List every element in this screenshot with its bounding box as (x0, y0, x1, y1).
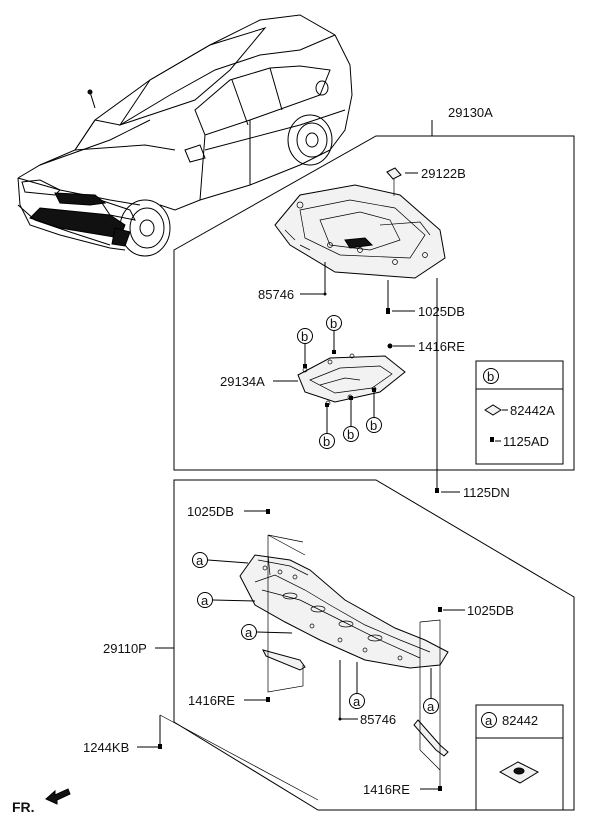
legend-box-b: b 82442A 1125AD (475, 360, 564, 465)
front-direction-indicator: FR. (12, 788, 71, 815)
svg-text:b: b (347, 427, 354, 442)
right-clip-strip (413, 719, 449, 757)
label-29122b: 29122B (421, 166, 466, 181)
label-1025db-lower-right: 1025DB (467, 603, 514, 618)
callout-b-3: b (319, 403, 335, 449)
legend-box-a: a 82442 (475, 704, 564, 811)
upper-assembly-frame (173, 120, 575, 471)
car-illustration (17, 14, 353, 257)
callout-b-2: b (326, 315, 342, 354)
svg-text:a: a (245, 625, 253, 640)
bracket-29122b (386, 167, 418, 196)
label-1125ad: 1125AD (503, 434, 549, 449)
label-29134a: 29134A (220, 374, 265, 389)
callout-b-4: b (343, 396, 359, 442)
lower-under-cover (239, 554, 449, 669)
callout-a-1: a (192, 552, 249, 568)
front-arrow-icon (45, 788, 71, 805)
svg-text:b: b (487, 369, 494, 384)
label-1025db-upper: 1025DB (418, 304, 465, 319)
label-82442a: 82442A (510, 403, 555, 418)
svg-text:a: a (427, 699, 435, 714)
left-clip-strip (262, 649, 306, 671)
svg-text:a: a (353, 694, 361, 709)
svg-text:b: b (323, 434, 330, 449)
svg-text:a: a (201, 593, 209, 608)
callout-a-2: a (197, 592, 256, 608)
lower-assembly-frame (173, 479, 575, 811)
svg-text:b: b (370, 418, 377, 433)
callout-a-4: a (349, 662, 365, 709)
label-1025db-lower-top: 1025DB (187, 504, 234, 519)
label-1416re-lower-left: 1416RE (188, 693, 235, 708)
label-1125dn: 1125DN (463, 485, 510, 500)
svg-text:a: a (485, 713, 493, 728)
callout-b-1: b (297, 328, 313, 368)
label-29130a: 29130A (448, 105, 493, 120)
label-1244kb: 1244KB (83, 740, 129, 755)
label-29110p: 29110P (103, 641, 147, 656)
label-1416re-upper: 1416RE (418, 339, 465, 354)
callout-b-5: b (366, 388, 382, 433)
svg-text:a: a (196, 553, 204, 568)
label-82442: 82442 (502, 713, 538, 728)
svg-text:b: b (301, 329, 308, 344)
label-front: FR. (12, 799, 35, 815)
label-85746-lower: 85746 (360, 712, 396, 727)
label-1416re-lower-right: 1416RE (363, 782, 410, 797)
upper-under-cover (274, 184, 446, 279)
callout-a-5: a (423, 668, 439, 714)
callout-a-3: a (241, 624, 293, 640)
label-85746-upper: 85746 (258, 287, 294, 302)
svg-text:b: b (330, 316, 337, 331)
